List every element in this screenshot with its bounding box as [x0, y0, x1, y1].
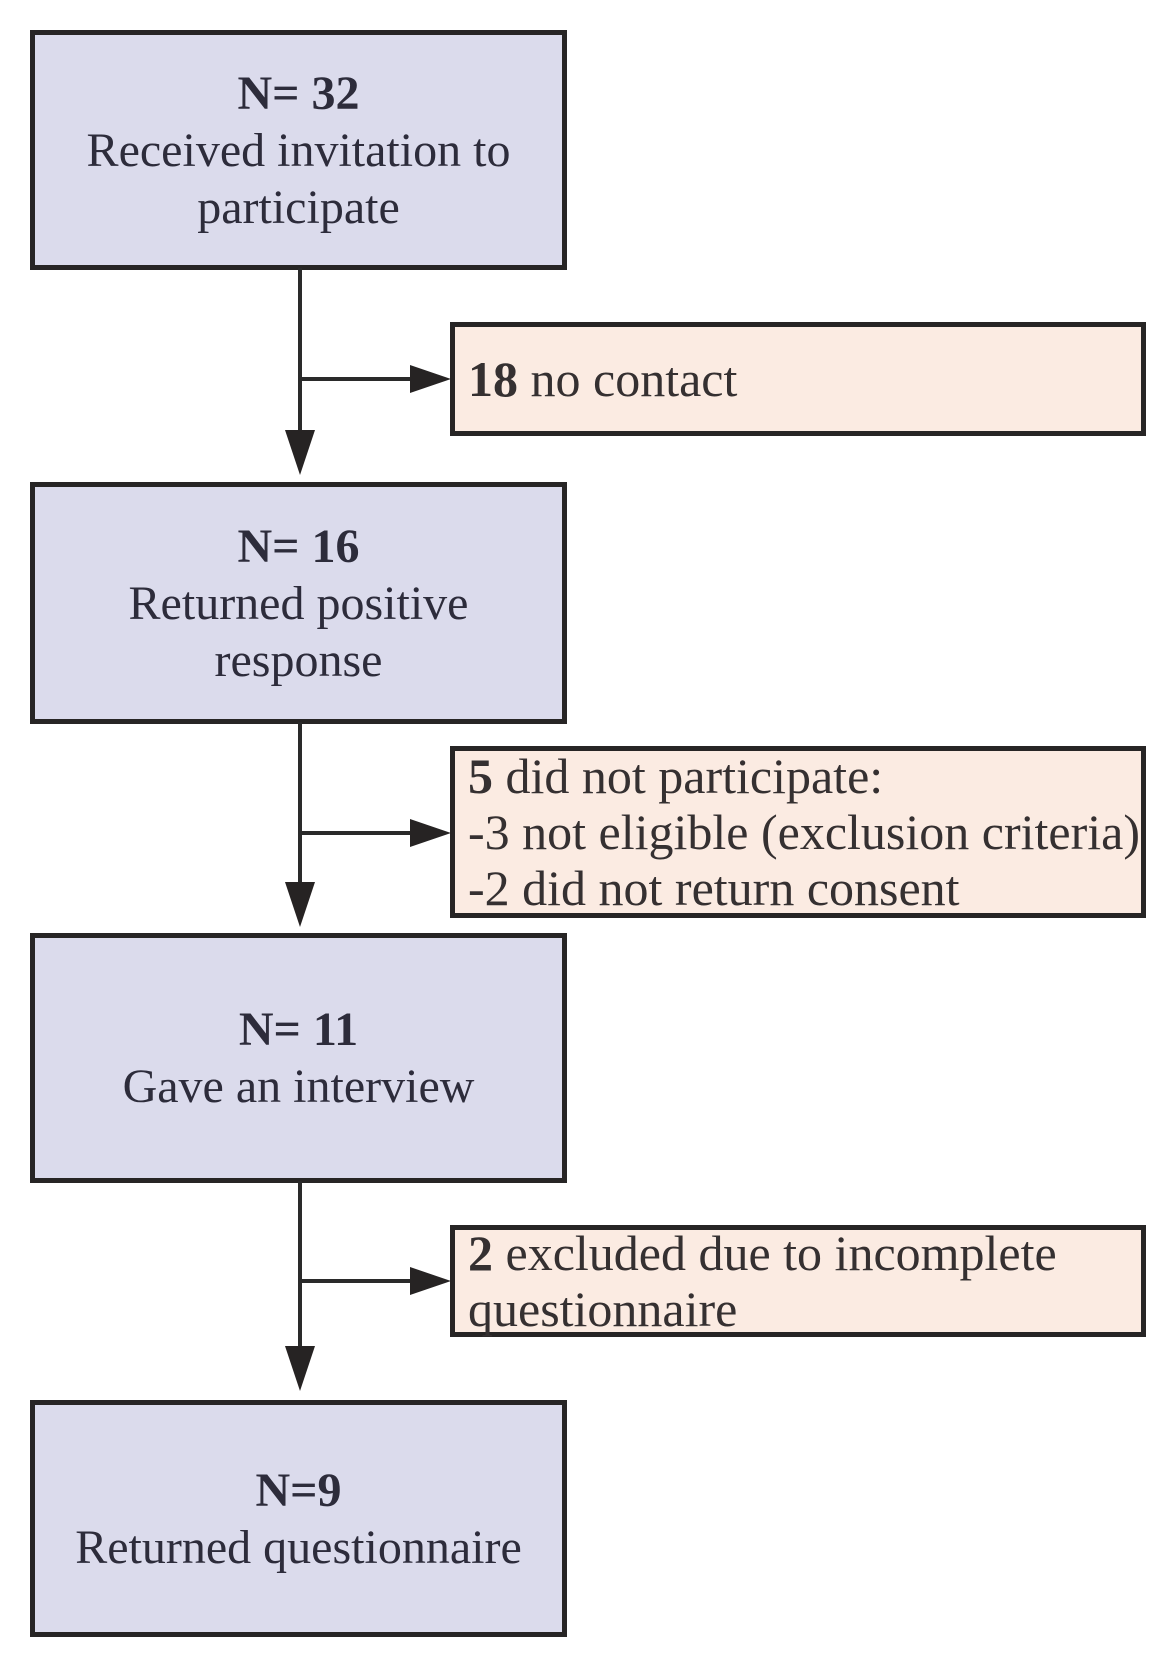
box-description: Returned positive response — [128, 576, 469, 687]
down-arrowhead-icon — [285, 882, 315, 927]
box-returned-questionnaire: N=9 Returned questionnaire — [30, 1400, 567, 1637]
exclusion-text: no contact — [518, 351, 738, 407]
exclusion-count: 18 — [468, 351, 518, 407]
branch-arrow-line — [300, 831, 412, 835]
box-gave-interview: N= 11 Gave an interview — [30, 933, 567, 1183]
exclusion-line: 5 did not participate: — [468, 748, 1135, 804]
box-excluded-no-contact: 18 no contact — [450, 322, 1146, 436]
right-arrowhead-icon — [410, 365, 451, 393]
down-arrow-line — [298, 268, 302, 432]
down-arrow-line — [298, 722, 302, 884]
down-arrowhead-icon — [285, 1346, 315, 1391]
down-arrow-line — [298, 1181, 302, 1348]
right-arrowhead-icon — [410, 819, 451, 847]
branch-arrow-line — [300, 1279, 412, 1283]
branch-arrow-line — [300, 377, 412, 381]
exclusion-line: -2 did not return consent — [468, 860, 1135, 916]
exclusion-text: excluded due to incomplete questionnaire — [468, 1225, 1057, 1337]
box-description: Returned questionnaire — [75, 1520, 522, 1574]
n-count-label: N= 32 — [237, 66, 360, 120]
exclusion-text: -3 not eligible (exclusion criteria) — [468, 804, 1140, 860]
box-received-invitation: N= 32 Received invitation to participate — [30, 30, 567, 270]
exclusion-text: -2 did not return consent — [468, 860, 960, 916]
n-count-label: N=9 — [255, 1463, 342, 1517]
box-excluded-did-not-participate: 5 did not participate: -3 not eligible (… — [450, 746, 1146, 918]
exclusion-text: did not participate: — [493, 748, 884, 804]
box-description: Gave an interview — [122, 1060, 475, 1113]
exclusion-line: 18 no contact — [468, 351, 1135, 407]
exclusion-line: 2 excluded due to incomplete questionnai… — [468, 1225, 1135, 1337]
box-positive-response: N= 16 Returned positive response — [30, 482, 567, 724]
exclusion-count: 5 — [468, 748, 493, 804]
box-description: Received invitation to participate — [86, 123, 511, 234]
right-arrowhead-icon — [410, 1267, 451, 1295]
down-arrowhead-icon — [285, 430, 315, 475]
n-count-label: N= 16 — [237, 519, 360, 573]
exclusion-line: -3 not eligible (exclusion criteria) — [468, 804, 1140, 860]
exclusion-count: 2 — [468, 1225, 493, 1281]
n-count-label: N= 11 — [238, 1003, 359, 1056]
box-excluded-incomplete-questionnaire: 2 excluded due to incomplete questionnai… — [450, 1225, 1146, 1337]
